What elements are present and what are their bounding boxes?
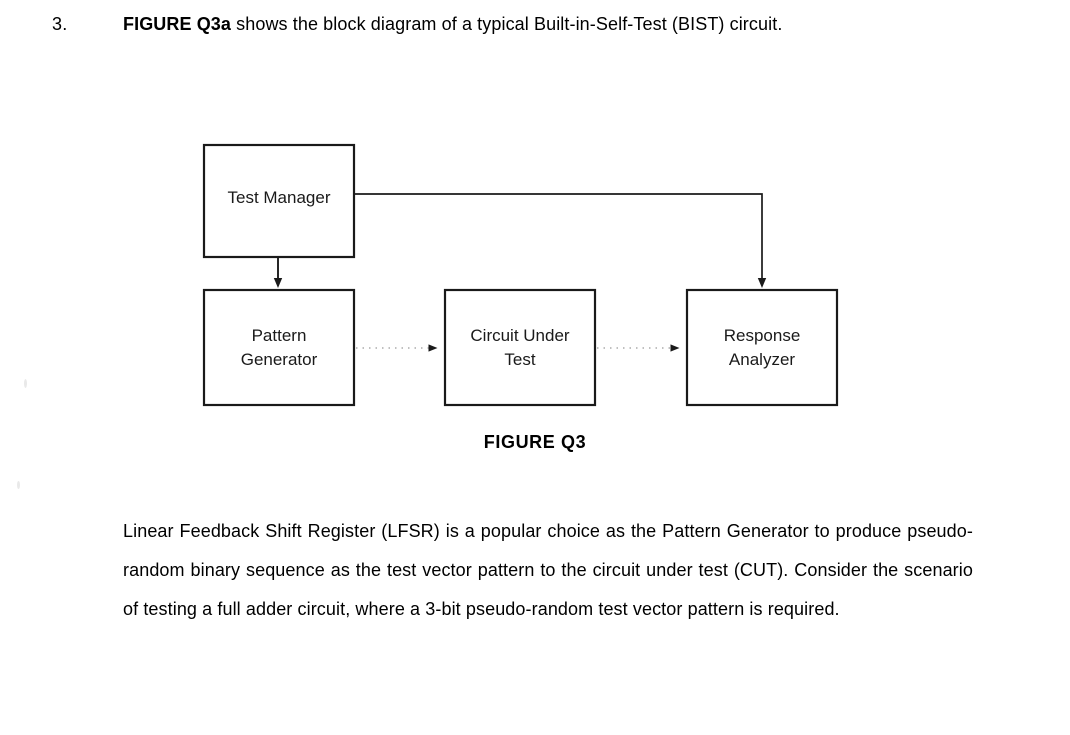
block-circuit-under-test[interactable]: Circuit Under Test xyxy=(443,288,597,407)
connector-manager-to-analyzer xyxy=(354,193,767,288)
block-response-analyzer[interactable]: Response Analyzer xyxy=(685,288,839,407)
block-circuit-under-test-box xyxy=(443,288,597,407)
figure-reference-bold: FIGURE Q3a xyxy=(123,14,232,34)
block-pattern-generator[interactable]: Pattern Generator xyxy=(202,288,356,407)
block-test-manager-label: Test Manager xyxy=(228,188,331,207)
scan-artifact xyxy=(17,481,20,489)
question-number: 3. xyxy=(52,14,68,34)
block-response-analyzer-box xyxy=(685,288,839,407)
question-intro-text: shows the block diagram of a typical Bui… xyxy=(231,14,783,34)
block-response-analyzer-label-line1: Response xyxy=(724,326,801,345)
block-test-manager-box xyxy=(202,143,356,259)
question-intro-paragraph: FIGURE Q3a shows the block diagram of a … xyxy=(123,8,973,40)
scan-artifact xyxy=(24,379,27,388)
block-pattern-generator-box xyxy=(202,288,356,407)
block-circuit-under-test-label-line1: Circuit Under xyxy=(470,326,570,345)
figure-q3: Test Manager Pattern Generator Circuit U… xyxy=(0,120,1070,470)
question-body-paragraph: Linear Feedback Shift Register (LFSR) is… xyxy=(123,521,973,619)
block-pattern-generator-label-line1: Pattern xyxy=(252,326,307,345)
block-response-analyzer-label-line2: Analyzer xyxy=(729,350,795,369)
block-test-manager[interactable]: Test Manager xyxy=(202,143,356,259)
figure-caption: FIGURE Q3 xyxy=(483,432,587,452)
block-circuit-under-test-label-line2: Test xyxy=(504,350,535,369)
bist-block-diagram: Test Manager Pattern Generator Circuit U… xyxy=(202,143,839,407)
block-pattern-generator-label-line2: Generator xyxy=(241,350,318,369)
